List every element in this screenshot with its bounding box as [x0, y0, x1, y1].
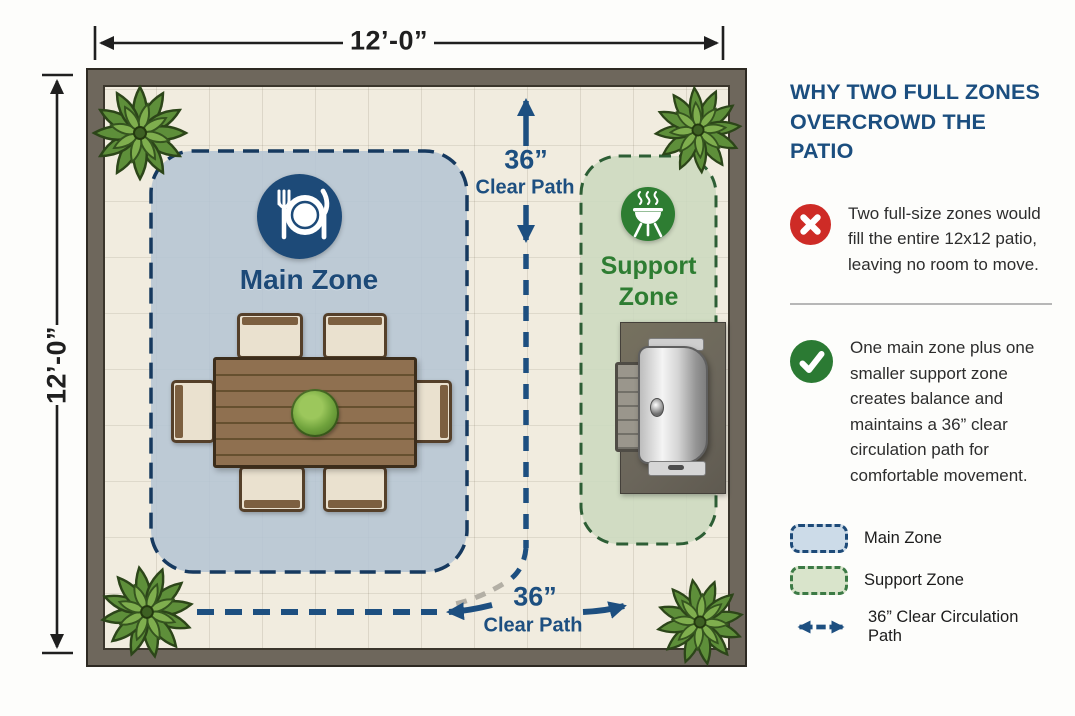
- grill-handle: [668, 465, 684, 470]
- con-text: Two full-size zones would fill the entir…: [848, 203, 1041, 274]
- dining-icon: [257, 174, 342, 259]
- circulation-arrow-icon: [797, 620, 845, 635]
- legend-item-main-zone: Main Zone: [790, 524, 1052, 554]
- support-zone-swatch: [790, 566, 848, 596]
- table-plant-centerpiece: [291, 388, 339, 437]
- panel-heading: WHY TWO FULL ZONES OVERCROWD THE PATIO: [790, 80, 1041, 164]
- pro-text: One main zone plus one smaller support z…: [850, 338, 1035, 485]
- dining-table: [213, 357, 417, 468]
- plant-icon: [98, 563, 196, 661]
- chair: [171, 380, 215, 443]
- plant-icon: [652, 84, 744, 176]
- legend-item-support-zone: Support Zone: [790, 566, 1052, 596]
- plant-icon: [92, 85, 188, 181]
- main-zone-swatch: [790, 524, 848, 554]
- grill-side-shelf: [615, 362, 642, 452]
- con-point: Two full-size zones would fill the entir…: [790, 201, 1052, 278]
- bottom-clear-path-label: Clear Path: [483, 614, 583, 637]
- legend: Main Zone Support Zone 36” Clear: [790, 524, 1052, 646]
- chair: [237, 313, 303, 359]
- width-dimension-label: 12’-0”: [349, 25, 429, 56]
- cross-icon: [790, 203, 831, 245]
- grill-icon: [621, 187, 675, 241]
- explanation-panel: WHY TWO FULL ZONES OVERCROWD THE PATIO T…: [790, 78, 1052, 646]
- top-clear-path-value: 36”: [504, 144, 548, 175]
- support-zone-label: Support Zone: [600, 252, 697, 311]
- chair: [323, 466, 387, 512]
- check-icon: [790, 340, 833, 384]
- plant-icon: [654, 576, 746, 668]
- legend-item-circulation-path: 36” Clear Circulation Path: [790, 608, 1052, 646]
- grill-knob: [650, 398, 664, 417]
- chair: [239, 466, 305, 512]
- divider: [790, 303, 1052, 306]
- pro-point: One main zone plus one smaller support z…: [790, 335, 1052, 488]
- top-clear-path-label: Clear Path: [475, 176, 575, 199]
- chair: [412, 380, 452, 443]
- bottom-clear-path-value: 36”: [513, 581, 557, 612]
- main-zone-label: Main Zone: [239, 264, 379, 295]
- grill: [638, 346, 708, 464]
- height-dimension-label: 12’-0”: [41, 325, 72, 405]
- chair: [323, 313, 387, 359]
